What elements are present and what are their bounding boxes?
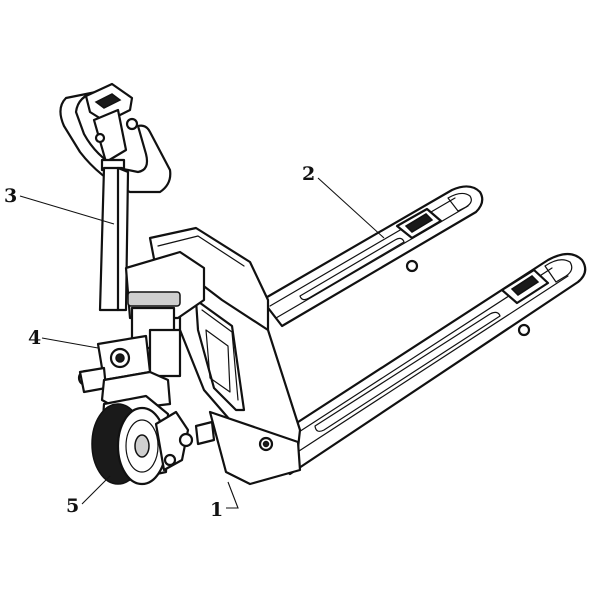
callout-5: 5 bbox=[66, 495, 79, 517]
callout-4: 4 bbox=[28, 327, 41, 349]
callout-1: 1 bbox=[210, 499, 223, 521]
fork-upper bbox=[260, 185, 484, 328]
leader-lines bbox=[19, 177, 385, 509]
callout-3: 3 bbox=[4, 185, 17, 207]
fork-lower bbox=[256, 252, 587, 476]
leader-1 bbox=[226, 481, 239, 509]
leader-3 bbox=[19, 195, 115, 225]
leader-2 bbox=[317, 177, 385, 239]
leader-4 bbox=[41, 337, 99, 349]
leader-5 bbox=[81, 475, 111, 505]
callout-2: 2 bbox=[302, 163, 315, 185]
tiller-handle bbox=[59, 82, 172, 312]
callouts: 1 2 3 4 5 bbox=[4, 163, 315, 521]
drive-wheel bbox=[91, 403, 216, 486]
